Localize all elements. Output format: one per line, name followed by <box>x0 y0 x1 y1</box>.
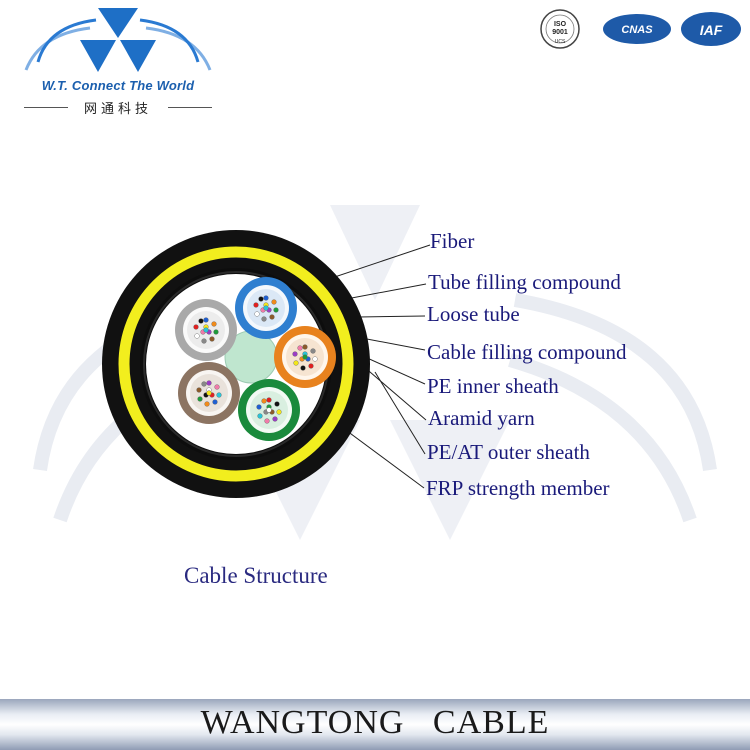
fiber-dot <box>271 299 277 305</box>
fiber-dot <box>256 404 262 410</box>
fiber-dot <box>261 316 267 322</box>
fiber-dot <box>266 397 272 403</box>
fiber-dot <box>293 360 299 366</box>
fiber-dot <box>206 380 212 386</box>
fiber-dot <box>212 399 218 405</box>
iso-ucs: UCS <box>555 39 566 45</box>
fiber-dot <box>266 407 272 413</box>
fiber-dot <box>209 336 215 342</box>
fiber-dot <box>214 384 220 390</box>
fiber-dot <box>197 396 203 402</box>
label-pe-at-outer-sheath: PE/AT outer sheath <box>427 440 590 464</box>
fiber-dot <box>269 314 275 320</box>
label-loose-tube: Loose tube <box>427 302 520 326</box>
fiber-dot <box>254 311 260 317</box>
logo-emblem-icon <box>24 8 212 72</box>
label-pe-inner-sheath: PE inner sheath <box>427 374 559 398</box>
fiber-dot <box>302 344 308 350</box>
fiber-dot <box>211 321 217 327</box>
fiber-dot <box>263 295 269 301</box>
leader-outer-sheath <box>374 371 426 455</box>
cnas-text: CNAS <box>621 24 653 36</box>
fiber-dot <box>273 307 279 313</box>
iso-label-2: 9001 <box>552 29 568 36</box>
label-frp-strength-member: FRP strength member <box>426 476 610 500</box>
fiber-dot <box>203 327 209 333</box>
iso-badge-icon: ISO 9001 UCS <box>540 9 580 49</box>
fiber-dot <box>263 305 269 311</box>
fiber-dot <box>201 338 207 344</box>
footer-brand: WANGTONG CABLE <box>200 704 550 741</box>
fiber-dot <box>264 418 270 424</box>
fiber-dot <box>292 351 298 357</box>
logo-tagline: W.T. Connect The World <box>41 78 195 93</box>
fiber-dot <box>216 392 222 398</box>
fiber-dot <box>253 302 259 308</box>
iaf-text: IAF <box>700 22 723 38</box>
fiber-dot <box>257 413 263 419</box>
aramid-yarn-ring <box>118 246 354 482</box>
fiber-dot <box>196 387 202 393</box>
fiber-dot <box>272 416 278 422</box>
fiber-dot <box>261 398 267 404</box>
fiber-dot <box>206 390 212 396</box>
iso-label-1: ISO <box>554 21 567 28</box>
fiber-dot <box>297 345 303 351</box>
cnas-badge-icon: CNAS <box>603 14 671 44</box>
fiber-dot <box>194 333 200 339</box>
diagram-caption: Cable Structure <box>184 563 328 588</box>
fiber-dot <box>258 296 264 302</box>
fiber-dot <box>312 356 318 362</box>
fiber-dot <box>310 348 316 354</box>
logo-chinese-name: 网通科技 <box>18 98 218 117</box>
label-cable-filling-compound: Cable filling compound <box>427 340 627 364</box>
fiber-dot <box>302 354 308 360</box>
certification-badges: ISO 9001 UCS CNAS IAF <box>540 9 741 49</box>
label-aramid-yarn: Aramid yarn <box>428 406 535 430</box>
fiber-dot <box>276 409 282 415</box>
fiber-dot <box>274 401 280 407</box>
fiber-dot <box>300 365 306 371</box>
cable-cross-section <box>102 230 431 498</box>
fiber-dot <box>203 317 209 323</box>
fiber-bundle <box>193 295 318 424</box>
company-logo: W.T. Connect The World 网通科技 <box>18 6 218 118</box>
fiber-dot <box>198 318 204 324</box>
iaf-badge-icon: IAF <box>681 12 741 46</box>
fiber-dot <box>308 363 314 369</box>
fiber-dot <box>193 324 199 330</box>
fiber-dot <box>204 401 210 407</box>
fiber-dot <box>201 381 207 387</box>
label-fiber: Fiber <box>430 229 475 253</box>
footer-bar <box>0 699 750 750</box>
fiber-dot <box>213 329 219 335</box>
label-tube-filling-compound: Tube filling compound <box>428 270 621 294</box>
